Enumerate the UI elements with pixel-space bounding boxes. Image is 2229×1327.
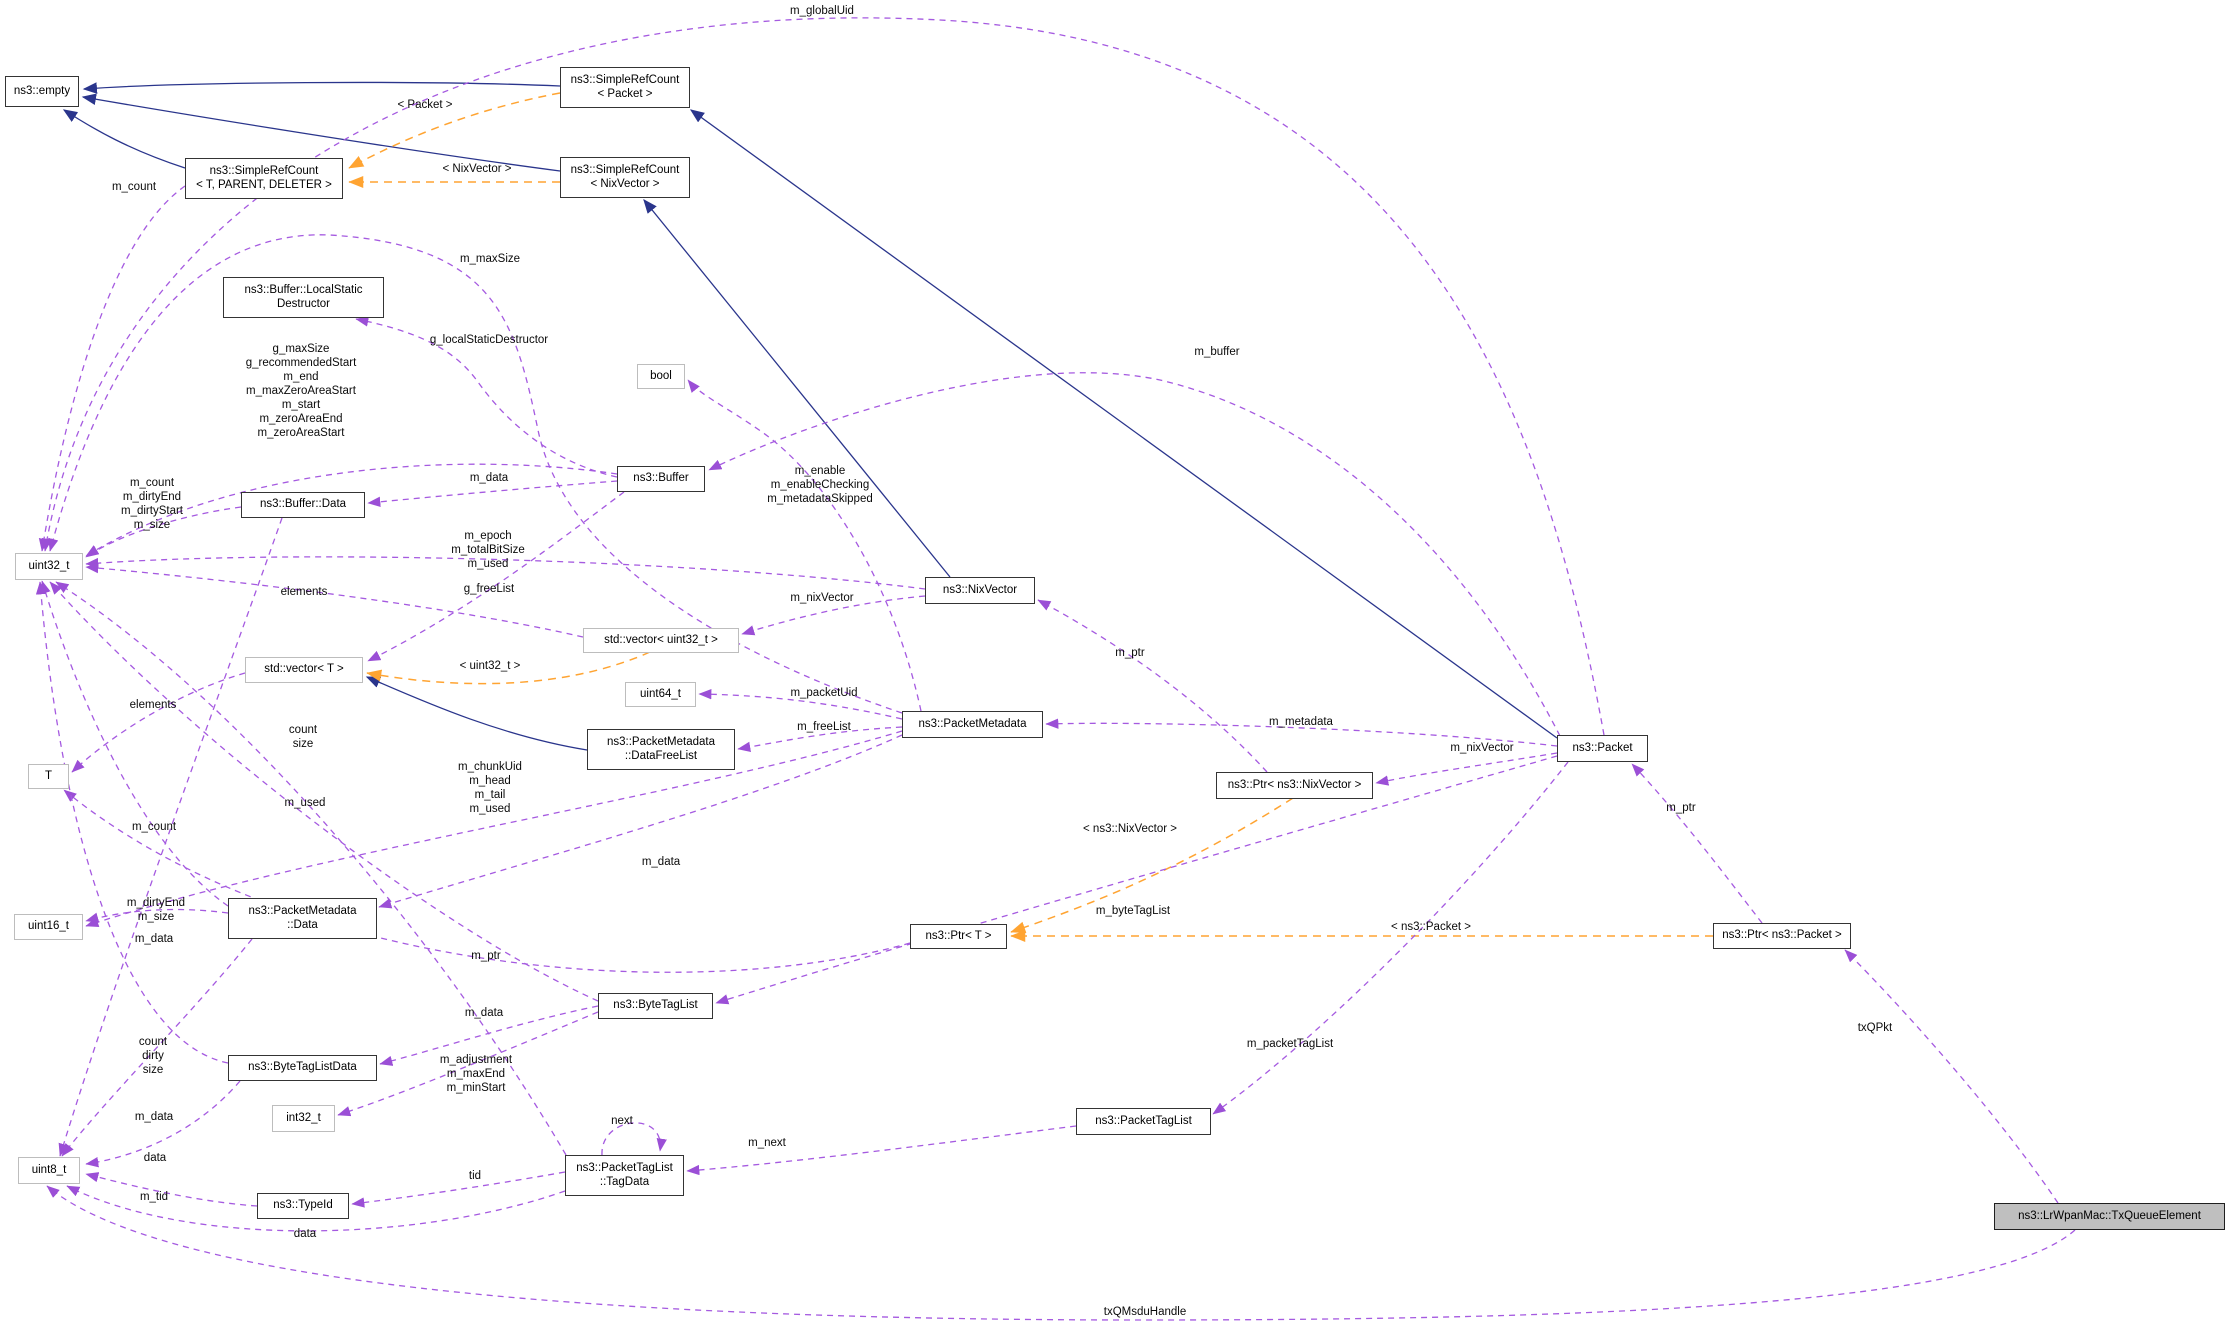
edge-label-tid: tid <box>468 1169 482 1182</box>
edge-label-next: next <box>611 1114 633 1127</box>
node-buffer-data[interactable]: ns3::Buffer::Data <box>241 492 365 518</box>
edge-label-m-tid: m_tid <box>139 1190 169 1203</box>
node-typeid[interactable]: ns3::TypeId <box>257 1193 349 1219</box>
node-simplerefcount-packet[interactable]: ns3::SimpleRefCount < Packet > <box>560 67 690 108</box>
edge-label-m-ptr-t: m_ptr <box>471 949 501 962</box>
node-bytetaglist[interactable]: ns3::ByteTagList <box>598 993 713 1019</box>
node-t: T <box>28 764 69 789</box>
edge-label-m-next: m_next <box>748 1136 786 1149</box>
edge-label-g-freelist: g_freeList <box>463 582 515 595</box>
node-uint16-t: uint16_t <box>14 914 83 940</box>
node-packetmetadata[interactable]: ns3::PacketMetadata <box>902 711 1043 738</box>
edge-label-bytetaglist-int32-members: m_adjustment m_maxEnd m_minStart <box>439 1053 513 1095</box>
node-packet[interactable]: ns3::Packet <box>1557 735 1648 762</box>
edge-label-m-ptr-nixvector: m_ptr <box>1115 646 1145 659</box>
node-nixvector[interactable]: ns3::NixVector <box>925 577 1035 604</box>
node-bool: bool <box>637 364 685 389</box>
node-buffer-localstatic-destructor[interactable]: ns3::Buffer::LocalStatic Destructor <box>223 277 384 318</box>
node-packetmetadata-data[interactable]: ns3::PacketMetadata ::Data <box>228 898 377 939</box>
edge-label-m-used: m_used <box>284 796 326 809</box>
edge-label-metadata-bool-members: m_enable m_enableChecking m_metadataSkip… <box>767 464 873 506</box>
edge-label-bufferdata-m-data: m_data <box>134 932 174 945</box>
edge-label-elements-vec-t: elements <box>129 698 177 711</box>
edge-label-tagdata-data: data <box>293 1227 317 1240</box>
edge-label-m-freelist: m_freeList <box>797 720 851 733</box>
edge-label-m-ptr-packet: m_ptr <box>1666 801 1696 814</box>
edge-label-buffer-m-data: m_data <box>469 471 509 484</box>
edge-label-txqmsduhandle: txQMsduHandle <box>1103 1305 1187 1318</box>
edge-label-m-count-refcount: m_count <box>111 180 157 193</box>
node-ptr-nixvector[interactable]: ns3::Ptr< ns3::NixVector > <box>1216 772 1373 799</box>
edge-label-template-ns3-packet: < ns3::Packet > <box>1391 920 1471 933</box>
edge-label-m-packetuid: m_packetUid <box>790 686 858 699</box>
edge-label-m-metadata: m_metadata <box>1269 715 1333 728</box>
edge-label-pmdata-m-count: m_count <box>131 820 177 833</box>
node-packettaglist[interactable]: ns3::PacketTagList <box>1076 1108 1211 1135</box>
edge-label-m-nixvector-packet: m_nixVector <box>1450 741 1514 754</box>
node-uint64-t: uint64_t <box>625 682 696 707</box>
edge-label-m-nixvector-vector: m_nixVector <box>790 591 854 604</box>
node-std-vector-uint32-t[interactable]: std::vector< uint32_t > <box>583 628 739 653</box>
edge-label-bytetaglist-m-data: m_data <box>464 1006 504 1019</box>
edge-label-m-buffer: m_buffer <box>1194 345 1240 358</box>
node-ptr-packet[interactable]: ns3::Ptr< ns3::Packet > <box>1713 923 1851 949</box>
edge-label-g-localstaticdestructor: g_localStaticDestructor <box>429 333 549 346</box>
edge-label-pmdata-m-data: m_data <box>134 1110 174 1123</box>
edge-label-buffer-uint32-members: g_maxSize g_recommendedStart m_end m_max… <box>245 342 357 440</box>
edge-label-m-globaluid: m_globalUid <box>790 4 854 17</box>
node-lrwpanmac-txqueueelement: ns3::LrWpanMac::TxQueueElement <box>1994 1203 2225 1230</box>
node-simplerefcount-nixvector[interactable]: ns3::SimpleRefCount < NixVector > <box>560 157 690 198</box>
node-buffer[interactable]: ns3::Buffer <box>617 466 705 492</box>
edge-label-m-packettaglist: m_packetTagList <box>1246 1037 1334 1050</box>
node-ns3-empty[interactable]: ns3::empty <box>5 76 79 107</box>
edge-label-tagdata-count-size: count size <box>288 723 318 750</box>
node-packettaglist-tagdata[interactable]: ns3::PacketTagList ::TagData <box>565 1155 684 1196</box>
node-simplerefcount-template[interactable]: ns3::SimpleRefCount < T, PARENT, DELETER… <box>185 158 343 199</box>
node-bytetaglistdata[interactable]: ns3::ByteTagListData <box>228 1055 377 1081</box>
node-ptr-t[interactable]: ns3::Ptr< T > <box>910 924 1007 949</box>
edge-label-pmdata-uint16-members: m_dirtyEnd m_size <box>126 896 186 923</box>
node-uint32-t: uint32_t <box>15 553 83 580</box>
edge-label-m-bytetaglist: m_byteTagList <box>1095 904 1171 917</box>
node-std-vector-t[interactable]: std::vector< T > <box>245 657 363 683</box>
edge-label-txqpkt: txQPkt <box>1857 1021 1893 1034</box>
node-int32-t: int32_t <box>272 1105 335 1132</box>
edge-label-template-uint32: < uint32_t > <box>459 659 521 672</box>
edge-label-template-nixvector: < NixVector > <box>442 162 512 175</box>
edge-label-btld-count-dirty-size: count dirty size <box>138 1035 168 1077</box>
edge-label-template-ns3-nixvector: < ns3::NixVector > <box>1083 822 1177 835</box>
node-packetmetadata-datafreelist[interactable]: ns3::PacketMetadata ::DataFreeList <box>587 729 735 770</box>
edge-label-btld-data: data <box>143 1151 167 1164</box>
edge-label-nixvector-uint32-members: m_epoch m_totalBitSize m_used <box>451 529 525 571</box>
edge-label-template-packet: < Packet > <box>397 98 453 111</box>
edge-label-bufferdata-uint32-members: m_count m_dirtyEnd m_dirtyStart m_size <box>121 476 183 532</box>
node-uint8-t: uint8_t <box>18 1157 80 1184</box>
edge-label-metadata-uint16-members: m_chunkUid m_head m_tail m_used <box>458 760 522 816</box>
edge-label-m-maxsize: m_maxSize <box>459 252 521 265</box>
edge-label-elements-vec-uint32: elements <box>280 585 328 598</box>
edge-label-metadata-m-data: m_data <box>641 855 681 868</box>
